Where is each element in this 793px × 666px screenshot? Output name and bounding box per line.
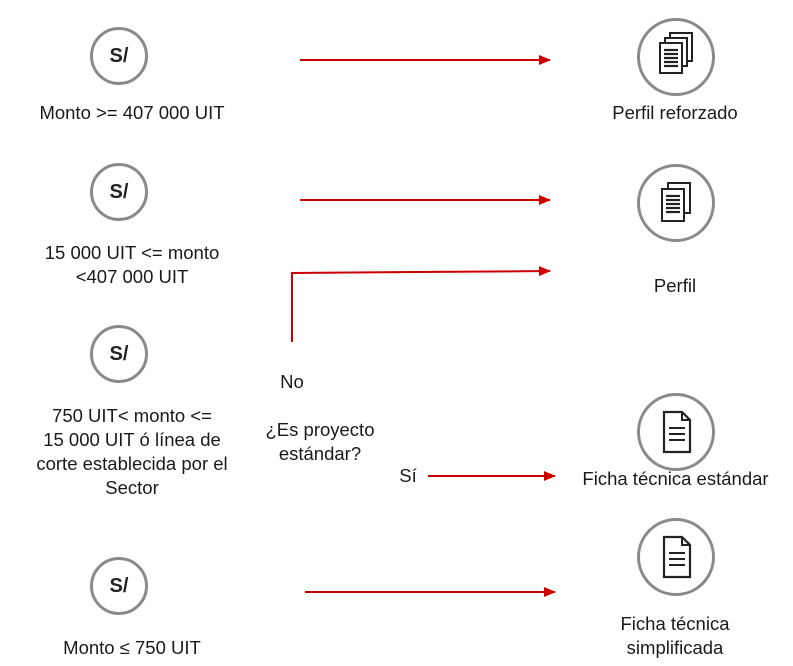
single-document-icon [637,393,715,471]
range-label-2: 15 000 UIT <= monto <407 000 UIT [44,242,220,287]
currency-coin-icon: S/ [90,163,148,221]
single-document-icon [637,518,715,596]
currency-coin-icon: S/ [90,27,148,85]
currency-coin-icon: S/ [90,325,148,383]
range-label-3: 750 UIT< monto <= 15 000 UIT ó línea de … [36,405,228,498]
range-label-4: Monto ≤ 750 UIT [63,637,201,658]
decision-yes-label: Sí [399,465,417,486]
decision-question: ¿Es proyecto estándar? [265,419,375,464]
outcome-label-ficha-simplificada: Ficha técnica simplificada [620,613,730,658]
arrow-no-to-perfil [291,266,551,342]
decision-no-label: No [280,371,304,392]
outcome-label-perfil: Perfil [653,275,697,296]
outcome-label-ficha-estandar: Ficha técnica estándar [582,468,769,489]
stacked-documents-icon [637,18,715,96]
range-label-1: Monto >= 407 000 UIT [39,102,225,123]
outcome-label-perfil-reforzado: Perfil reforzado [612,102,738,123]
currency-coin-icon: S/ [90,557,148,615]
double-document-icon [637,164,715,242]
